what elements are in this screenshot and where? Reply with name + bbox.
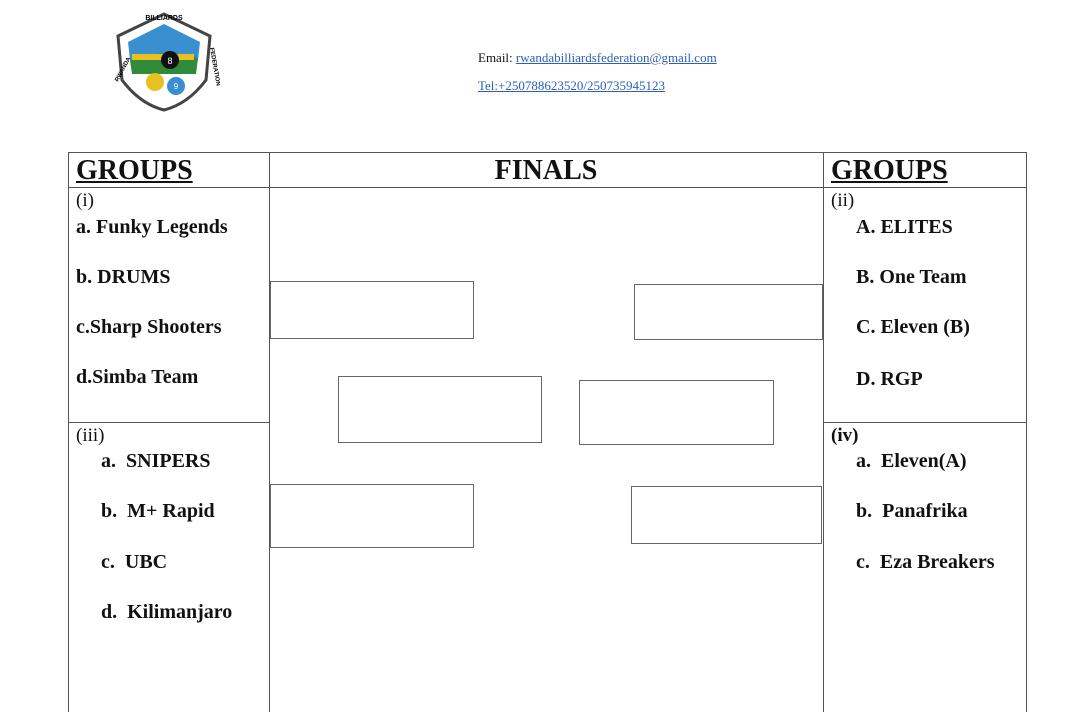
team-drums: b. DRUMS xyxy=(76,266,171,288)
bracket-slot-left-bottom xyxy=(270,484,474,548)
logo-text-right: FEDERATION xyxy=(208,47,220,86)
team-snipers: a. SNIPERS xyxy=(101,450,211,472)
team-funky-legends: a. Funky Legends xyxy=(76,216,228,238)
team-simba-team: d.Simba Team xyxy=(76,366,199,388)
team-kilimanjaro: d. Kilimanjaro xyxy=(101,601,233,623)
bracket-slot-right-bottom xyxy=(631,486,822,544)
team-eza-breakers: c. Eza Breakers xyxy=(856,551,995,573)
finals-header: FINALS xyxy=(494,155,598,186)
team-ubc: c. UBC xyxy=(101,551,168,573)
federation-logo: 8 9 BILLIARDS RWANDA FEDERATION xyxy=(114,12,220,112)
bracket-slot-left-top xyxy=(270,281,474,339)
bracket-slot-semi-right xyxy=(579,380,774,445)
email-link[interactable]: rwandabilliardsfederation@gmail.com xyxy=(515,50,717,65)
logo-ball-blue xyxy=(167,77,185,95)
team-rgp: D. RGP xyxy=(856,368,923,390)
logo-sky xyxy=(128,24,200,60)
tel-link[interactable]: Tel:+250788623520/250735945123 xyxy=(478,78,665,93)
team-elites: A. ELITES xyxy=(856,216,953,238)
table-col-divider-1 xyxy=(269,152,270,712)
table-top-border xyxy=(68,152,1026,153)
tel-line: Tel:+250788623520/250735945123 xyxy=(478,72,717,100)
team-panafrika: b. Panafrika xyxy=(856,500,968,522)
team-eleven-b: C. Eleven (B) xyxy=(856,316,970,338)
table-right-border xyxy=(1026,152,1027,712)
bracket-slot-right-top xyxy=(634,284,823,340)
header-row-divider xyxy=(68,187,1026,188)
group-i-label: (i) xyxy=(76,190,94,211)
bracket-slot-semi-left xyxy=(338,376,542,443)
logo-text-top: BILLIARDS xyxy=(145,15,183,22)
left-group-divider xyxy=(68,422,269,423)
email-label: Email: xyxy=(478,50,513,65)
group-ii-label: (ii) xyxy=(831,190,855,211)
contact-block: Email: rwandabilliardsfederation@gmail.c… xyxy=(478,44,717,100)
team-m-rapid: b. M+ Rapid xyxy=(101,500,215,522)
table-col-divider-2 xyxy=(823,152,824,712)
team-eleven-a: a. Eleven(A) xyxy=(856,450,967,472)
left-groups-header: GROUPS xyxy=(76,155,193,186)
logo-ball-yellow xyxy=(146,73,164,91)
bracket-table: GROUPS FINALS GROUPS (i) a. Funky Legend… xyxy=(68,152,1027,712)
logo-ball-8 xyxy=(161,51,179,69)
right-group-divider xyxy=(823,422,1026,423)
logo-ball-8-label: 8 xyxy=(167,56,172,66)
team-sharp-shooters: c.Sharp Shooters xyxy=(76,316,222,338)
email-line: Email: rwandabilliardsfederation@gmail.c… xyxy=(478,44,717,72)
right-groups-header: GROUPS xyxy=(831,155,948,186)
logo-ball-9-label: 9 xyxy=(174,82,179,91)
table-left-border xyxy=(68,152,69,712)
group-iii-label: (iii) xyxy=(76,425,105,446)
group-iv-label: (iv) xyxy=(831,425,859,446)
team-one-team: B. One Team xyxy=(856,266,967,288)
